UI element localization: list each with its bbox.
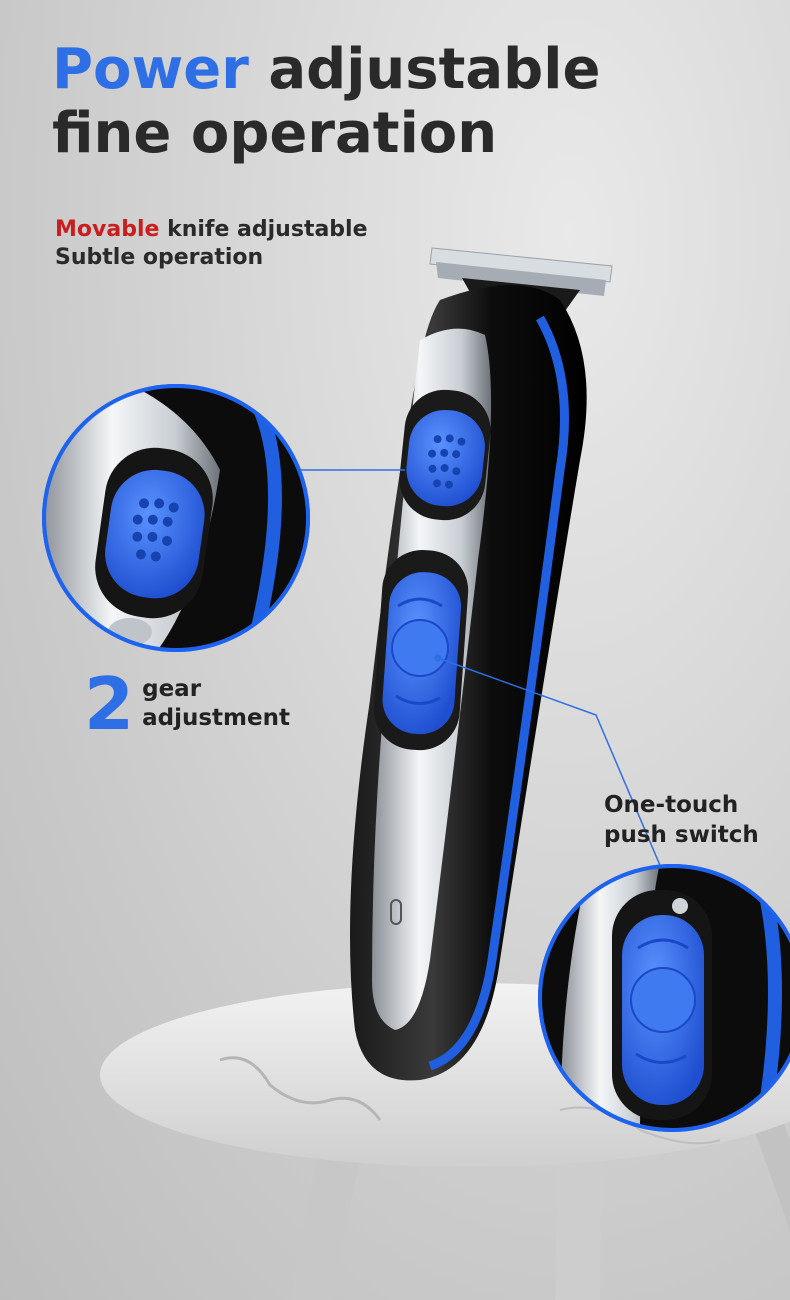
heading-accent-word: Power — [52, 37, 249, 102]
subheading-accent-word: Movable — [55, 217, 160, 242]
gear-callout: 2 gear adjustment — [84, 668, 290, 740]
gear-callout-line1: gear — [142, 676, 202, 702]
subheading: Movable knife adjustable Subtle operatio… — [55, 216, 368, 272]
trimmer — [350, 247, 613, 1081]
zoom-circle-switch — [538, 864, 790, 1132]
switch-callout: One-touch push switch — [604, 790, 759, 850]
subheading-line1-rest: knife adjustable — [159, 217, 368, 242]
gear-callout-text: gear adjustment — [142, 675, 290, 733]
gear-number: 2 — [84, 662, 135, 746]
heading-line1-rest: adjustable — [248, 37, 601, 102]
switch-callout-line1: One-touch — [604, 792, 739, 818]
switch-callout-line2: push switch — [604, 822, 759, 848]
heading-line2: fine operation — [52, 101, 498, 166]
leader-lines — [300, 469, 663, 871]
main-heading: Power adjustable fine operation — [52, 38, 600, 166]
zoom-circle-gear — [42, 384, 310, 652]
subheading-line2: Subtle operation — [55, 245, 264, 270]
gear-callout-line2: adjustment — [142, 705, 290, 731]
